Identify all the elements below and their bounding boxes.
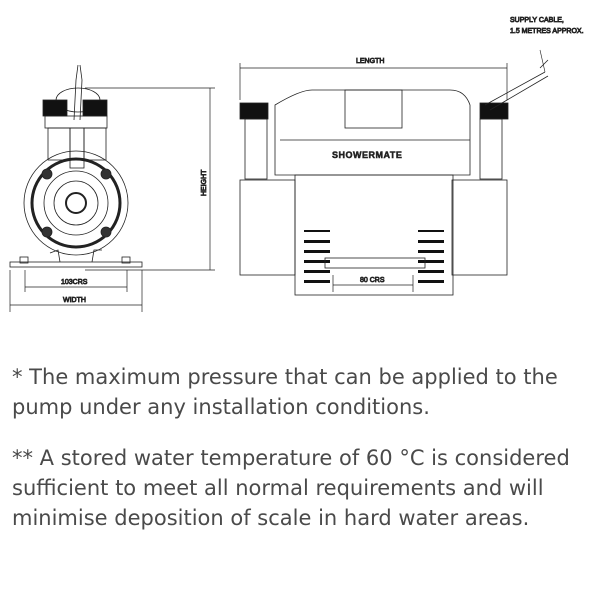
pump-dimension-drawing: SHOWERMATE SUPPLY CABLE, 1.5 METRES APPR… <box>9 17 584 312</box>
supply-cable-label-line1: SUPPLY CABLE, <box>510 17 564 24</box>
width-label: WIDTH <box>63 297 86 304</box>
supply-cable-label-line2: 1.5 METRES APPROX. <box>510 28 584 35</box>
front-crs-label: 103CRS <box>61 279 88 286</box>
side-crs-label: 80 CRS <box>360 277 385 284</box>
front-view <box>9 64 143 268</box>
note-water-temperature: ** A stored water temperature of 60 °C i… <box>12 446 570 530</box>
note-max-pressure: * The maximum pressure that can be appli… <box>12 365 558 419</box>
side-view: SHOWERMATE <box>239 49 549 296</box>
height-label: HEIGHT <box>201 169 208 196</box>
length-label: LENGTH <box>356 58 384 65</box>
dimension-lines <box>9 63 508 312</box>
brand-label: SHOWERMATE <box>332 150 402 160</box>
